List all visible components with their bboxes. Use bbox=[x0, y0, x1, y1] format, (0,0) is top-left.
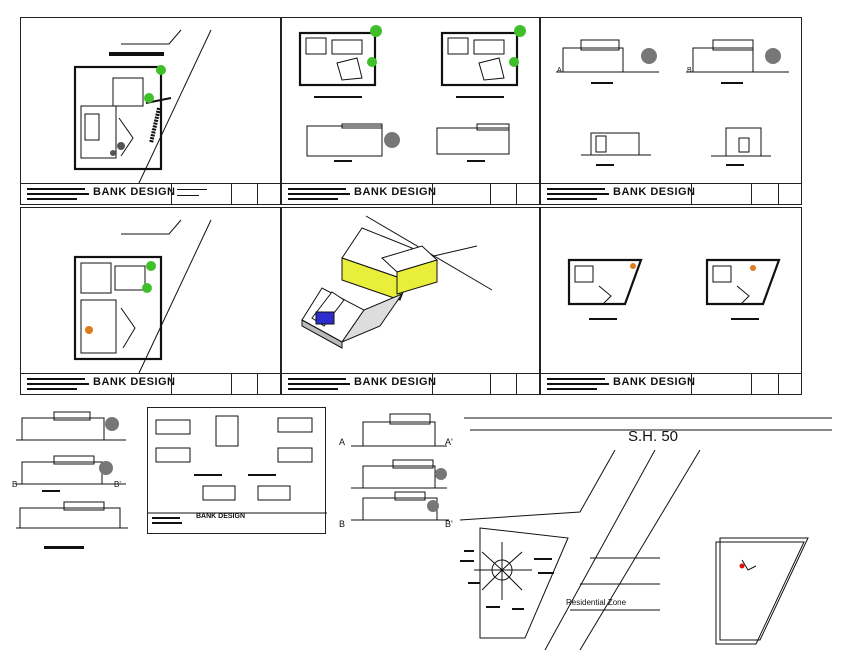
tree-icon bbox=[144, 93, 154, 103]
floor-plans-drawing bbox=[298, 25, 526, 162]
title-block-brand: BANK DESIGN bbox=[93, 186, 176, 198]
location-plan-drawing bbox=[459, 417, 832, 651]
north-marker-icon bbox=[739, 563, 745, 569]
sheet-isometric-view: BANK DESIGN bbox=[281, 207, 540, 395]
sheet-elevations-sections: A B BANK DESIGN bbox=[540, 17, 802, 205]
tree-icon bbox=[367, 57, 377, 67]
elevations-sections-drawing bbox=[556, 39, 789, 166]
title-block-brand: BANK DESIGN bbox=[354, 186, 437, 198]
title-block: BANK DESIGN bbox=[541, 183, 801, 204]
detail-elevations-drawing bbox=[148, 415, 327, 524]
road-label: S.H. 50 bbox=[628, 428, 679, 445]
title-block-brand: BANK DESIGN bbox=[196, 513, 246, 520]
title-block: BANK DESIGN bbox=[541, 373, 801, 394]
section-mark: B' bbox=[445, 519, 453, 529]
section-mark: B bbox=[687, 67, 692, 74]
section-mark: A bbox=[339, 437, 346, 447]
isometric-view-drawing bbox=[301, 215, 493, 349]
furniture-site-drawing bbox=[73, 219, 212, 374]
tree-icon bbox=[514, 25, 526, 37]
title-block: BANK DESIGN bbox=[282, 373, 539, 394]
tree-icon bbox=[509, 57, 519, 67]
title-block-brand: BANK DESIGN bbox=[613, 376, 696, 388]
sheet-floor-plans: BANK DESIGN bbox=[281, 17, 540, 205]
sheet-furniture-layout-plans: BANK DESIGN bbox=[540, 207, 802, 395]
title-block-brand: BANK DESIGN bbox=[93, 376, 176, 388]
sheet-furniture-layout-site: BANK DESIGN bbox=[20, 207, 281, 395]
title-block-brand: BANK DESIGN bbox=[354, 376, 437, 388]
bottom-elevations-drawing bbox=[16, 411, 128, 549]
section-mark: B bbox=[12, 480, 18, 489]
section-mark: A bbox=[557, 67, 562, 74]
tree-icon bbox=[146, 261, 156, 271]
tree-icon bbox=[156, 65, 166, 75]
tree-icon bbox=[142, 283, 152, 293]
furniture-plans-drawing bbox=[567, 258, 781, 320]
site-plan-drawing bbox=[73, 29, 212, 184]
title-block: BANK DESIGN bbox=[282, 183, 539, 204]
section-mark: B' bbox=[114, 480, 121, 489]
sheet-site-plan: BANK DESIGN bbox=[20, 17, 281, 205]
title-block: BANK DESIGN bbox=[21, 183, 280, 204]
zone-label: Residential Zone bbox=[566, 598, 627, 607]
elevation-a-drawing bbox=[351, 413, 449, 521]
title-block-brand: BANK DESIGN bbox=[613, 186, 696, 198]
tree-icon bbox=[370, 25, 382, 37]
title-block: BANK DESIGN bbox=[21, 373, 280, 394]
compass-icon bbox=[474, 542, 532, 600]
sheet-detail-elevations: BANK DESIGN bbox=[147, 407, 327, 534]
section-mark: A' bbox=[445, 437, 453, 447]
section-mark: B bbox=[339, 519, 346, 529]
